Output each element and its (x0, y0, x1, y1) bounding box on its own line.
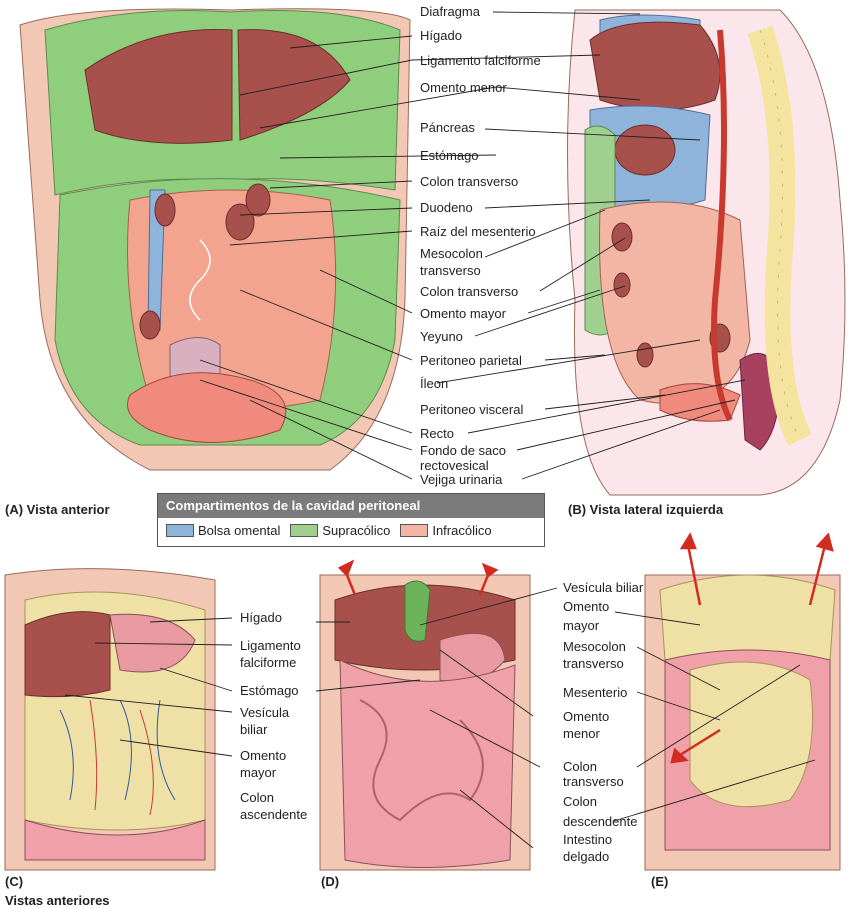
panel-d-illustration (319, 574, 531, 871)
label-estomago: Estómago (420, 148, 479, 163)
legend-swatch-salmon (400, 524, 429, 537)
legend-swatch-blue (166, 524, 194, 537)
label-yeyuno: Yeyuno (420, 329, 463, 344)
label-vejiga-urinaria: Vejiga urinaria (420, 472, 503, 487)
label-c-omento: Omento (240, 748, 286, 763)
panel-a-illustration (19, 8, 411, 471)
label-fondo-de-saco: Fondo de saco (420, 443, 506, 458)
caption-d: (D) (321, 874, 339, 889)
label-e-mayor: mayor (563, 618, 600, 633)
legend-item-supracolico: Supracólico (290, 523, 390, 538)
label-c-ligamento: Ligamento (240, 638, 301, 653)
legend-title: Compartimentos de la cavidad peritoneal (158, 494, 544, 518)
label-peritoneo-parietal: Peritoneo parietal (420, 353, 522, 368)
label-pancreas: Páncreas (420, 120, 475, 135)
panel-e-labels: Omento mayor Mesocolon transverso Mesent… (563, 599, 637, 829)
label-e-colon: Colon (563, 794, 597, 809)
label-ileon: Íleon (420, 376, 448, 391)
label-d-delgado: delgado (563, 849, 609, 864)
label-d-omento: Omento (563, 709, 609, 724)
label-higado: Hígado (420, 28, 462, 43)
label-e-mesenterio: Mesenterio (563, 685, 627, 700)
liver-right-lobe (237, 29, 351, 141)
label-c-estomago: Estómago (240, 683, 299, 698)
panel-a-b-labels: Diafragma Hígado Ligamento falciforme Om… (420, 4, 541, 487)
label-omento-menor: Omento menor (420, 80, 507, 95)
label-duodeno: Duodeno (420, 200, 473, 215)
leader-lines (64, 11, 816, 849)
label-rectovesical: rectovesical (420, 458, 489, 473)
legend-label: Infracólico (432, 523, 492, 538)
label-ligamento-falciforme: Ligamento falciforme (420, 53, 541, 68)
label-d-intestino: Intestino (563, 832, 612, 847)
label-omento-mayor: Omento mayor (420, 306, 507, 321)
label-c-vesicula: Vesícula (240, 705, 290, 720)
label-e-mesocolon: Mesocolon (563, 639, 626, 654)
legend-item-bolsa-omental: Bolsa omental (166, 523, 280, 538)
caption-a: (A) Vista anterior (5, 502, 110, 517)
label-peritoneo-visceral: Peritoneo visceral (420, 402, 523, 417)
label-colon-transverso: Colon transverso (420, 174, 518, 189)
panel-b-illustration (567, 9, 846, 496)
liver-left-lobe (84, 29, 233, 144)
label-c-ascendente: ascendente (240, 807, 307, 822)
label-d-transverso: transverso (563, 774, 624, 789)
panel-c-illustration (4, 568, 216, 871)
legend-swatch-green (290, 524, 319, 537)
label-transverso: transverso (420, 263, 481, 278)
label-e-transverso: transverso (563, 656, 624, 671)
legend-label: Supracólico (322, 523, 391, 538)
compartments-legend: Compartimentos de la cavidad peritoneal … (157, 493, 545, 547)
label-recto: Recto (420, 426, 454, 441)
caption-b: (B) Vista lateral izquierda (568, 502, 724, 517)
label-d-colon: Colon (563, 759, 597, 774)
panel-c-labels: Hígado Ligamento falciforme Estómago Ves… (240, 610, 307, 822)
label-d-menor: menor (563, 726, 601, 741)
caption-e: (E) (651, 874, 668, 889)
label-e-descendente: descendente (563, 814, 637, 829)
label-c-mayor: mayor (240, 765, 277, 780)
caption-c: (C) (5, 874, 23, 889)
aorta (711, 29, 733, 422)
label-c-higado: Hígado (240, 610, 282, 625)
small-intestine (339, 659, 516, 868)
legend-label: Bolsa omental (198, 523, 281, 538)
panel-d-labels: Vesícula biliar Omento menor Colon trans… (563, 580, 644, 864)
label-c-colon: Colon (240, 790, 274, 805)
urinary-bladder (127, 372, 287, 443)
label-d-vesicula-biliar: Vesícula biliar (563, 580, 644, 595)
label-raiz-mesenterio: Raíz del mesenterio (420, 224, 536, 239)
label-c-falciforme: falciforme (240, 655, 296, 670)
label-mesocolon: Mesocolon (420, 246, 483, 261)
retraction-arrows (337, 532, 834, 764)
label-colon-transverso-2: Colon transverso (420, 284, 518, 299)
panel-e-illustration (644, 574, 841, 871)
label-e-omento: Omento (563, 599, 609, 614)
caption-footer: Vistas anteriores (5, 893, 110, 908)
label-diafragma: Diafragma (420, 4, 481, 19)
gallbladder (404, 580, 431, 642)
captions: (A) Vista anterior (B) Vista lateral izq… (5, 502, 724, 908)
legend-item-infracolico: Infracólico (400, 523, 492, 538)
label-c-biliar: biliar (240, 722, 268, 737)
